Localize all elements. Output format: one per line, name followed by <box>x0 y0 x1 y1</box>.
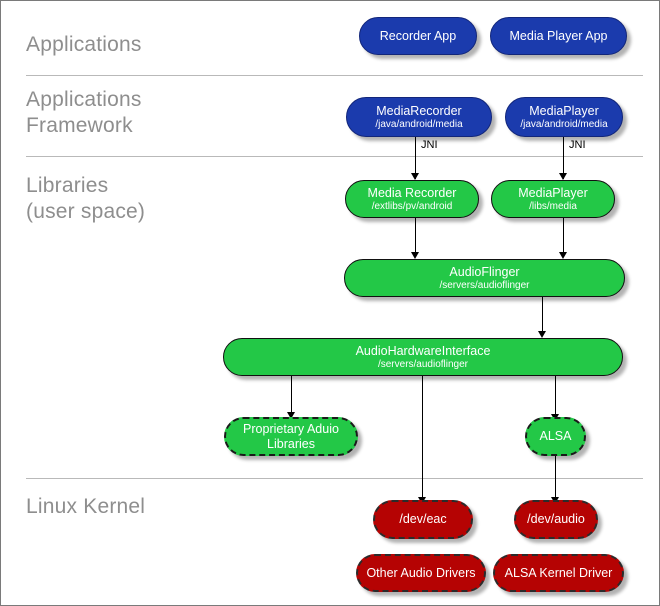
connector-ahi-to-alsa <box>555 376 556 416</box>
node-subtitle: /extlibs/pv/android <box>371 200 453 212</box>
node-subtitle: /libs/media <box>529 200 577 212</box>
node-proprietary-audio-libraries[interactable]: Proprietary Aduio Libraries <box>224 417 358 456</box>
node-title: MediaPlayer <box>529 103 599 118</box>
arrowhead-ahi-to-proprietary <box>287 412 295 419</box>
node-title: Media Player App <box>509 28 608 43</box>
node-title: /dev/eac <box>399 512 447 526</box>
node-subtitle: /servers/audioflinger <box>377 358 469 370</box>
node-title: MediaPlayer <box>518 185 588 200</box>
node-audioflinger[interactable]: AudioFlinger /servers/audioflinger <box>344 259 625 297</box>
node-subtitle: /java/android/media <box>520 118 608 130</box>
connector-mediaplayerlib-to-audioflinger <box>563 218 564 252</box>
divider-applications <box>26 75 643 76</box>
connector-ahi-to-proprietary <box>291 376 292 414</box>
node-mediaplayer-lib[interactable]: MediaPlayer /libs/media <box>491 180 615 218</box>
node-media-player-app[interactable]: Media Player App <box>490 17 627 55</box>
node-dev-eac[interactable]: /dev/eac <box>373 500 473 539</box>
node-subtitle: /java/android/media <box>375 118 463 130</box>
node-mediaplayer-framework[interactable]: MediaPlayer /java/android/media <box>505 97 623 137</box>
connector-ahi-to-dev-eac <box>422 376 423 499</box>
node-alsa-kernel-driver[interactable]: ALSA Kernel Driver <box>493 554 624 592</box>
node-other-audio-drivers[interactable]: Other Audio Drivers <box>356 554 486 592</box>
node-title: ALSA Kernel Driver <box>504 565 613 580</box>
node-subtitle: /servers/audioflinger <box>439 279 530 291</box>
node-mediarecorder-framework[interactable]: MediaRecorder /java/android/media <box>346 97 492 137</box>
node-alsa[interactable]: ALSA <box>525 417 586 456</box>
node-title: AudioFlinger <box>449 264 520 279</box>
arrowhead-audioflinger-to-ahi <box>538 331 546 338</box>
edge-label-jni-left: JNI <box>421 139 438 151</box>
node-title: AudioHardwareInterface <box>355 343 491 358</box>
node-recorder-app[interactable]: Recorder App <box>359 17 477 55</box>
layer-label-applications: Applications <box>26 33 142 56</box>
node-media-recorder-lib[interactable]: Media Recorder /extlibs/pv/android <box>345 180 479 218</box>
node-title: MediaRecorder <box>376 103 462 118</box>
edge-label-jni-right: JNI <box>569 139 586 151</box>
layer-label-libraries: Libraries (user space) <box>26 174 146 223</box>
node-title: /dev/audio <box>527 512 585 526</box>
node-audiohardwareinterface[interactable]: AudioHardwareInterface /servers/audiofli… <box>223 338 623 376</box>
arrowhead-mediaplayer-to-lib <box>559 173 567 180</box>
node-title: Other Audio Drivers <box>366 565 476 580</box>
connector-audioflinger-to-ahi <box>542 297 543 333</box>
connector-mediaplayer-to-lib <box>563 137 564 179</box>
arrowhead-mediarecorder-to-lib <box>411 173 419 180</box>
connector-mediarecorderlib-to-audioflinger <box>415 218 416 252</box>
connector-mediarecorder-to-lib <box>415 137 416 179</box>
node-title: Recorder App <box>379 28 457 43</box>
layer-label-applications-framework: Applications Framework <box>26 88 142 137</box>
node-title: Proprietary Aduio Libraries <box>243 421 339 451</box>
node-title: ALSA <box>539 429 572 443</box>
arrowhead-mediarecorderlib-to-audioflinger <box>411 252 419 259</box>
node-title: Media Recorder <box>367 185 457 200</box>
divider-framework <box>26 156 643 157</box>
arrowhead-mediaplayerlib-to-audioflinger <box>559 252 567 259</box>
connector-alsa-to-dev-audio <box>555 456 556 499</box>
divider-kernel <box>26 478 643 479</box>
layer-label-linux-kernel: Linux Kernel <box>26 495 146 518</box>
node-dev-audio[interactable]: /dev/audio <box>514 500 598 539</box>
